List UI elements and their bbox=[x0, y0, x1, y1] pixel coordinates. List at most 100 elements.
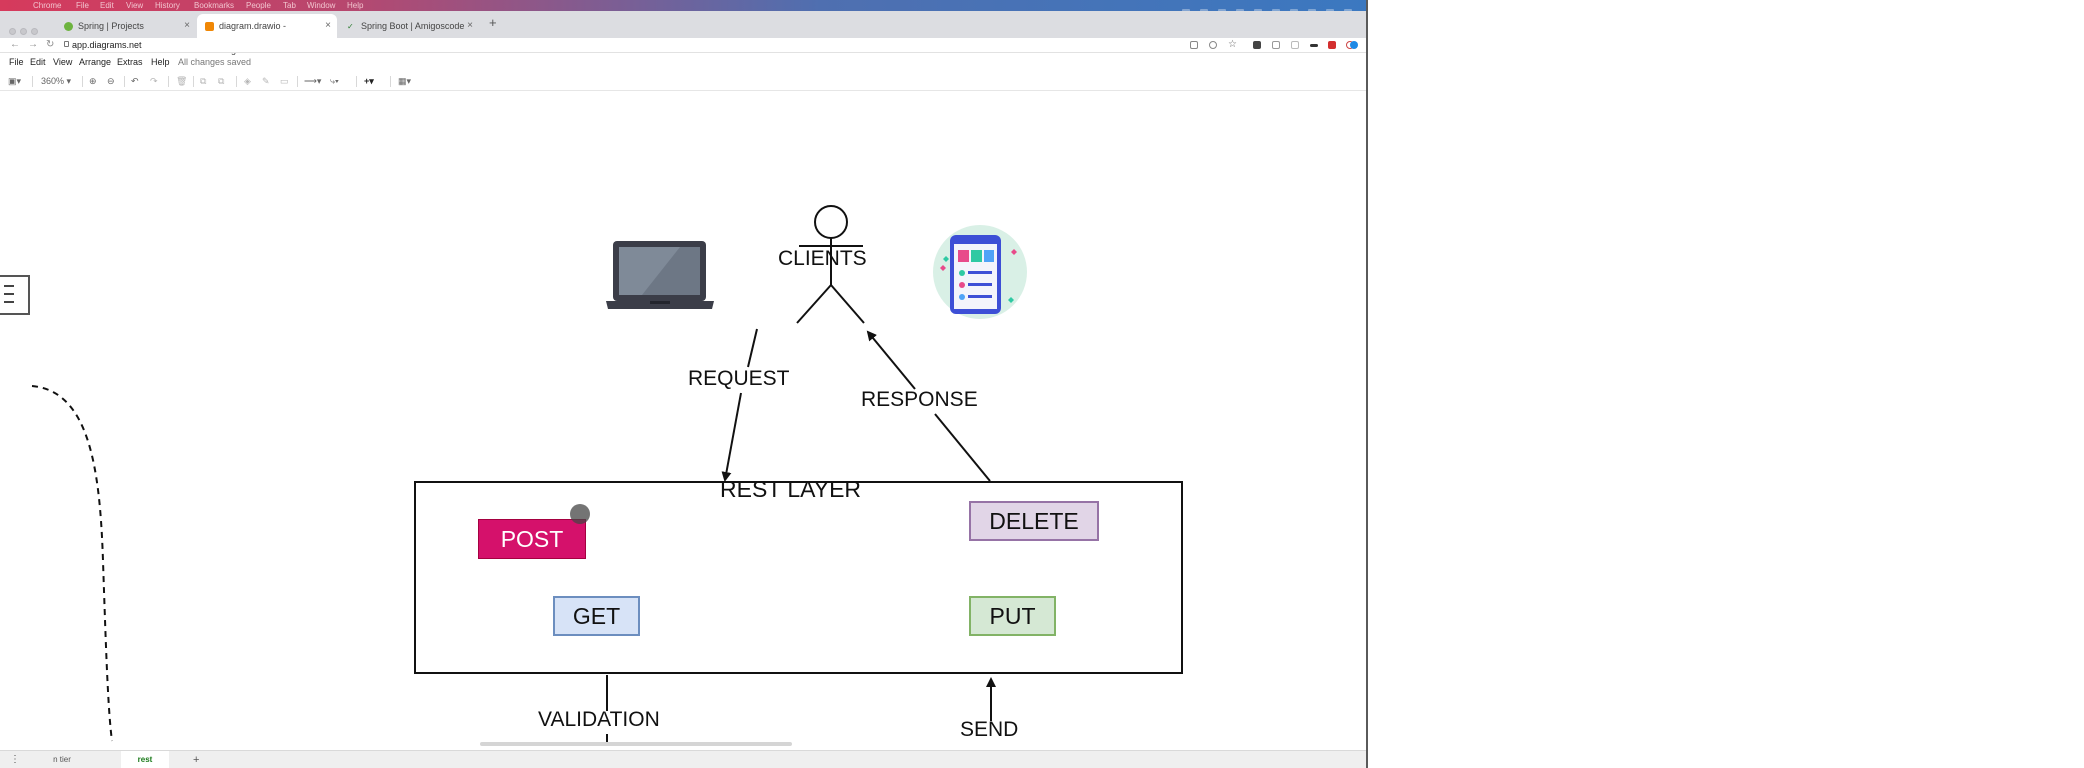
tab-spring-projects[interactable]: Spring | Projects × bbox=[56, 14, 196, 38]
waypoints-icon[interactable]: ⤷▾ bbox=[330, 76, 339, 86]
post-box[interactable]: POST bbox=[478, 519, 586, 559]
menu-edit[interactable]: Edit bbox=[30, 57, 46, 67]
zoom-value: 360% bbox=[41, 76, 65, 86]
menubar-item-history[interactable]: History bbox=[155, 1, 180, 10]
mouse-cursor-highlight bbox=[570, 504, 590, 524]
menu-help[interactable]: Help bbox=[151, 57, 170, 67]
menu-view[interactable]: View bbox=[53, 57, 73, 67]
menubar-item-help[interactable]: Help bbox=[347, 1, 364, 10]
delete-box[interactable]: DELETE bbox=[969, 501, 1099, 541]
menu-file[interactable]: File bbox=[9, 57, 24, 67]
undo-icon[interactable]: ↶ bbox=[131, 76, 139, 86]
mac-menubar: Chrome File Edit View History Bookmarks … bbox=[0, 0, 1366, 15]
close-tab-icon[interactable]: × bbox=[325, 20, 331, 31]
horizontal-scrollbar[interactable] bbox=[480, 742, 792, 746]
install-icon[interactable] bbox=[1190, 41, 1198, 49]
validation-label[interactable]: VALIDATION bbox=[538, 708, 660, 731]
window-controls bbox=[9, 22, 42, 40]
menubar-item-people[interactable]: People bbox=[246, 1, 271, 10]
zoom-in-icon[interactable]: ⊕ bbox=[89, 76, 97, 86]
profile-icon[interactable] bbox=[1350, 41, 1358, 49]
save-status: All changes saved bbox=[178, 57, 252, 67]
rest-layer-label[interactable]: REST LAYER bbox=[720, 476, 862, 502]
forward-icon[interactable]: → bbox=[28, 39, 38, 50]
page-menu-icon[interactable]: ⋮ bbox=[10, 754, 20, 765]
request-label[interactable]: REQUEST bbox=[688, 367, 790, 390]
menubar-item-tab[interactable]: Tab bbox=[283, 1, 296, 10]
zoom-icon[interactable] bbox=[1209, 41, 1217, 49]
check-icon: ✓ bbox=[347, 22, 354, 31]
collapsed-shape-handle[interactable] bbox=[0, 275, 30, 315]
close-window-icon[interactable] bbox=[9, 28, 16, 35]
zoom-window-icon[interactable] bbox=[31, 28, 38, 35]
menubar-item-view[interactable]: View bbox=[126, 1, 144, 10]
fill-color-icon[interactable]: ◈ bbox=[244, 76, 251, 86]
extension-icon[interactable] bbox=[1328, 41, 1336, 49]
status-icons bbox=[1172, 2, 1352, 15]
line-color-icon[interactable]: ✎ bbox=[262, 76, 270, 86]
menubar-item-chrome[interactable]: Chrome bbox=[33, 1, 62, 10]
send-label[interactable]: SEND bbox=[960, 718, 1019, 741]
rest-layer-box[interactable] bbox=[414, 481, 1183, 674]
browser-window: Chrome File Edit View History Bookmarks … bbox=[0, 0, 1366, 768]
url-field[interactable]: app.diagrams.net bbox=[72, 40, 142, 50]
extension-icon[interactable] bbox=[1310, 44, 1318, 47]
drawio-icon bbox=[205, 22, 214, 31]
app-menu: File Edit View Arrange Extras Help All c… bbox=[0, 55, 1366, 69]
zoom-out-icon[interactable]: ⊖ bbox=[107, 76, 115, 86]
table-icon[interactable]: ▦▾ bbox=[398, 76, 412, 86]
address-bar: ← → ↻ app.diagrams.net ☆ bbox=[0, 38, 1366, 53]
to-front-icon[interactable]: ⧉ bbox=[200, 76, 207, 86]
menu-arrange[interactable]: Arrange bbox=[79, 57, 112, 67]
menubar-item-file[interactable]: File bbox=[76, 1, 89, 10]
new-tab-icon[interactable]: + bbox=[489, 15, 497, 30]
extension-icon[interactable] bbox=[1272, 41, 1280, 49]
tab-amigoscode[interactable]: ✓ Spring Boot | Amigoscode × bbox=[339, 14, 479, 38]
reload-icon[interactable]: ↻ bbox=[46, 39, 55, 50]
extension-icon[interactable] bbox=[1291, 41, 1299, 49]
redo-icon[interactable]: ↷ bbox=[150, 76, 158, 86]
diagram-canvas[interactable]: CLIENTS REQUEST RESPONSE REST LAYER POST… bbox=[0, 91, 1366, 746]
spring-leaf-icon bbox=[64, 22, 73, 31]
zoom-select[interactable]: 360% ▾ bbox=[41, 76, 72, 86]
page-tab-rest[interactable]: rest bbox=[121, 751, 169, 768]
window-edge bbox=[1366, 0, 1368, 768]
request-arrow[interactable] bbox=[721, 392, 742, 482]
menubar-item-edit[interactable]: Edit bbox=[100, 1, 114, 10]
add-page-icon[interactable]: + bbox=[193, 754, 200, 766]
tab-diagrams-net[interactable]: diagram.drawio - diagrams.net × bbox=[197, 14, 337, 55]
page-tabs-bar: ⋮ n tier rest + bbox=[0, 750, 1366, 768]
delete-icon[interactable]: 🗑 bbox=[176, 76, 188, 86]
request-arrow-start[interactable] bbox=[747, 328, 758, 368]
response-label[interactable]: RESPONSE bbox=[861, 388, 978, 411]
shadow-icon[interactable]: ▭ bbox=[280, 76, 289, 86]
bookmark-star-icon[interactable]: ☆ bbox=[1228, 39, 1237, 50]
close-tab-icon[interactable]: × bbox=[467, 20, 473, 31]
format-panel-icon[interactable]: ▣▾ bbox=[8, 76, 22, 86]
laptop-icon[interactable] bbox=[606, 241, 714, 309]
page-tab-n-tier[interactable]: n tier bbox=[53, 755, 71, 764]
menu-extras[interactable]: Extras bbox=[117, 57, 143, 67]
clients-label[interactable]: CLIENTS bbox=[778, 247, 867, 270]
diagram-connectors bbox=[31, 205, 1027, 746]
to-back-icon[interactable]: ⧉ bbox=[218, 76, 225, 86]
insert-icon[interactable]: +▾ bbox=[364, 76, 374, 86]
menubar-item-window[interactable]: Window bbox=[307, 1, 336, 10]
drawio-toolbar: ▣▾ 360% ▾ ⊕ ⊖ ↶ ↷ 🗑 ⧉ ⧉ ◈ ✎ ▭ ⟶▾ ⤷▾ +▾ ▦… bbox=[0, 72, 1366, 91]
close-tab-icon[interactable]: × bbox=[184, 20, 190, 31]
response-arrow-start[interactable] bbox=[934, 413, 991, 482]
menubar-item-bookmarks[interactable]: Bookmarks bbox=[194, 1, 235, 10]
outside-area bbox=[1366, 0, 2084, 768]
get-box[interactable]: GET bbox=[553, 596, 640, 636]
lock-icon bbox=[64, 41, 69, 47]
response-arrow[interactable] bbox=[866, 330, 916, 390]
extension-icon[interactable] bbox=[1253, 41, 1261, 49]
actor-icon[interactable] bbox=[796, 205, 865, 324]
put-box[interactable]: PUT bbox=[969, 596, 1056, 636]
mobile-app-icon[interactable] bbox=[933, 225, 1027, 319]
dashed-connector[interactable] bbox=[31, 385, 113, 742]
back-icon[interactable]: ← bbox=[10, 39, 20, 50]
connection-icon[interactable]: ⟶▾ bbox=[304, 76, 322, 86]
minimize-window-icon[interactable] bbox=[20, 28, 27, 35]
tab-strip: Spring | Projects × diagram.drawio - dia… bbox=[0, 11, 1366, 55]
